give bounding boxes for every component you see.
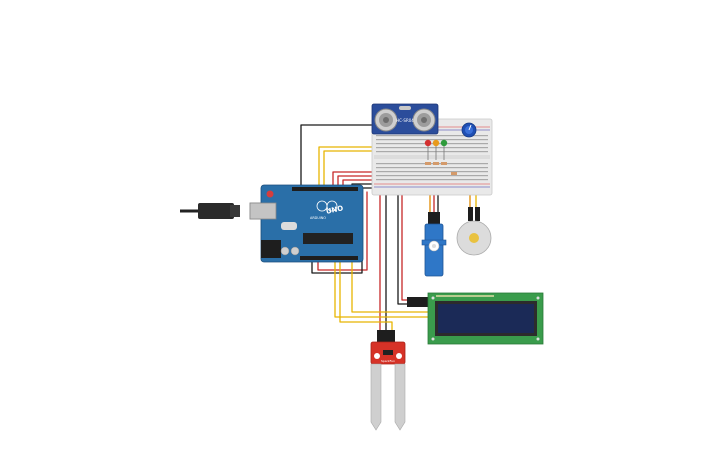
leds[interactable]: [424, 139, 448, 160]
arduino-uno[interactable]: UNO ARDUINO: [180, 184, 364, 263]
led-orange: [432, 139, 440, 160]
wire-black-a: [311, 187, 373, 274]
soil-probe-left: [370, 363, 382, 431]
wire-yellow-soil: [339, 259, 393, 341]
ultrasonic-label: HC-SR04: [396, 118, 414, 123]
led-red: [424, 139, 432, 160]
led-green: [440, 139, 448, 160]
resistors: [425, 162, 457, 175]
soil-sensor-label: SparkFun: [381, 359, 395, 363]
arduino-brand-label: ARDUINO: [310, 216, 326, 220]
potentiometer[interactable]: [461, 122, 477, 138]
lcd-display[interactable]: [407, 292, 544, 345]
wire-yellow-lcd-scl: [351, 259, 429, 313]
wire-yellow-lcd-sda: [334, 259, 429, 318]
dc-motor[interactable]: [456, 207, 492, 256]
breadboard-holes: [376, 135, 488, 181]
wire-red-a: [317, 191, 368, 271]
servo-motor[interactable]: [421, 212, 447, 277]
wire-black-top: [300, 124, 379, 188]
ultrasonic-sensor[interactable]: HC-SR04: [371, 103, 439, 135]
soil-probe-right: [394, 363, 406, 431]
soil-moisture-sensor[interactable]: SparkFun: [370, 330, 406, 431]
